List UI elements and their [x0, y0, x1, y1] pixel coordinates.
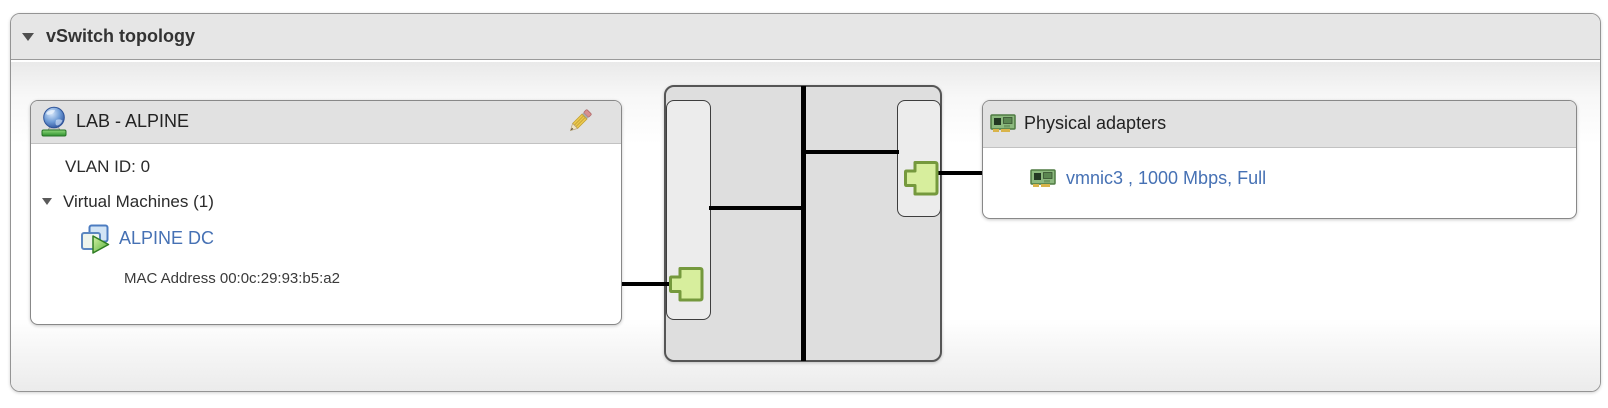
uplink-bus-line [803, 149, 899, 154]
virtual-machines-label: Virtual Machines (1) [63, 191, 214, 211]
uplink-port-icon [904, 160, 939, 195]
uplink-connection-line [937, 170, 982, 175]
vm-mac-address: MAC Address 00:0c:29:93:b5:a2 [124, 269, 340, 287]
panel-title: vSwitch topology [46, 26, 196, 46]
port-group-bus-line [709, 205, 805, 210]
edit-pencil-icon[interactable] [567, 108, 593, 135]
panel-header[interactable]: vSwitch topology [11, 14, 1600, 60]
network-globe-icon [41, 106, 67, 137]
vm-row: ALPINE DC [80, 223, 214, 255]
uplink-port-panel [897, 99, 941, 217]
vm-collapse-triangle-icon[interactable] [42, 198, 52, 205]
physical-adapters-header: Physical adapters [983, 100, 1576, 148]
network-card-icon [990, 114, 1016, 132]
vlan-id-label: VLAN ID: 0 [65, 156, 151, 176]
port-group-connection-line [622, 281, 673, 286]
adapter-link[interactable]: vmnic3 , 1000 Mbps, Full [1066, 168, 1267, 188]
vswitch-backbone-line [801, 85, 806, 361]
physical-adapters-title: Physical adapters [1024, 113, 1167, 133]
adapter-row: vmnic3 , 1000 Mbps, Full [1030, 166, 1266, 192]
panel-body: LAB - ALPINE VLAN I [11, 61, 1600, 391]
virtual-machine-icon [81, 224, 110, 254]
port-group-name: LAB - ALPINE [76, 111, 190, 131]
port-group-port-icon [669, 266, 704, 301]
virtual-machines-section: Virtual Machines (1) [42, 190, 214, 214]
physical-adapters-box: Physical adapters vmnic3 , 1000 Mbps, Fu… [982, 99, 1577, 219]
port-group-header: LAB - ALPINE [31, 100, 621, 144]
panel-collapse-triangle-icon[interactable] [22, 32, 34, 41]
vswitch-topology-panel: vSwitch topology [10, 13, 1601, 392]
port-group-box: LAB - ALPINE VLAN I [30, 99, 622, 325]
network-card-icon [1030, 169, 1056, 187]
vm-link[interactable]: ALPINE DC [119, 228, 215, 248]
